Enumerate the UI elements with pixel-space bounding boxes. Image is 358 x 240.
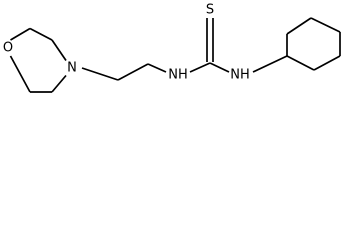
thiourea-group [189,18,230,73]
bond-cy-3 [310,17,341,33]
ethyl-linker [81,63,167,81]
bond-cy-5 [313,55,341,71]
atom-label-right-nh: NH [230,68,250,83]
bond-c-nh [209,62,230,73]
atom-label-sulfur: S [206,3,214,18]
atom-label-left-nh: NH [168,68,188,83]
bond-cy-2 [286,17,312,35]
bond-nh-c [189,62,211,73]
bond-lower-left-o [9,55,31,93]
atom-label-oxygen: O [3,41,13,56]
bond-o-upper-left [10,27,31,41]
cyclohexyl-ring [252,17,341,73]
bond-ch2-nh [147,63,167,73]
bond-ch2-ch2 [117,63,149,81]
atom-label-morpholine-nitrogen: N [67,61,77,76]
chemical-structure-diagram: O N NH S NH [3,3,341,93]
bond-upper-left-upper-right [29,27,53,41]
bond-nh-cyclohexyl [252,55,288,73]
bond-n-lower-right [51,74,67,93]
bond-n-ch2 [81,67,119,81]
bond-upper-right-n [51,39,67,61]
morpholine-ring [9,27,67,93]
bond-cy-6 [286,55,315,71]
